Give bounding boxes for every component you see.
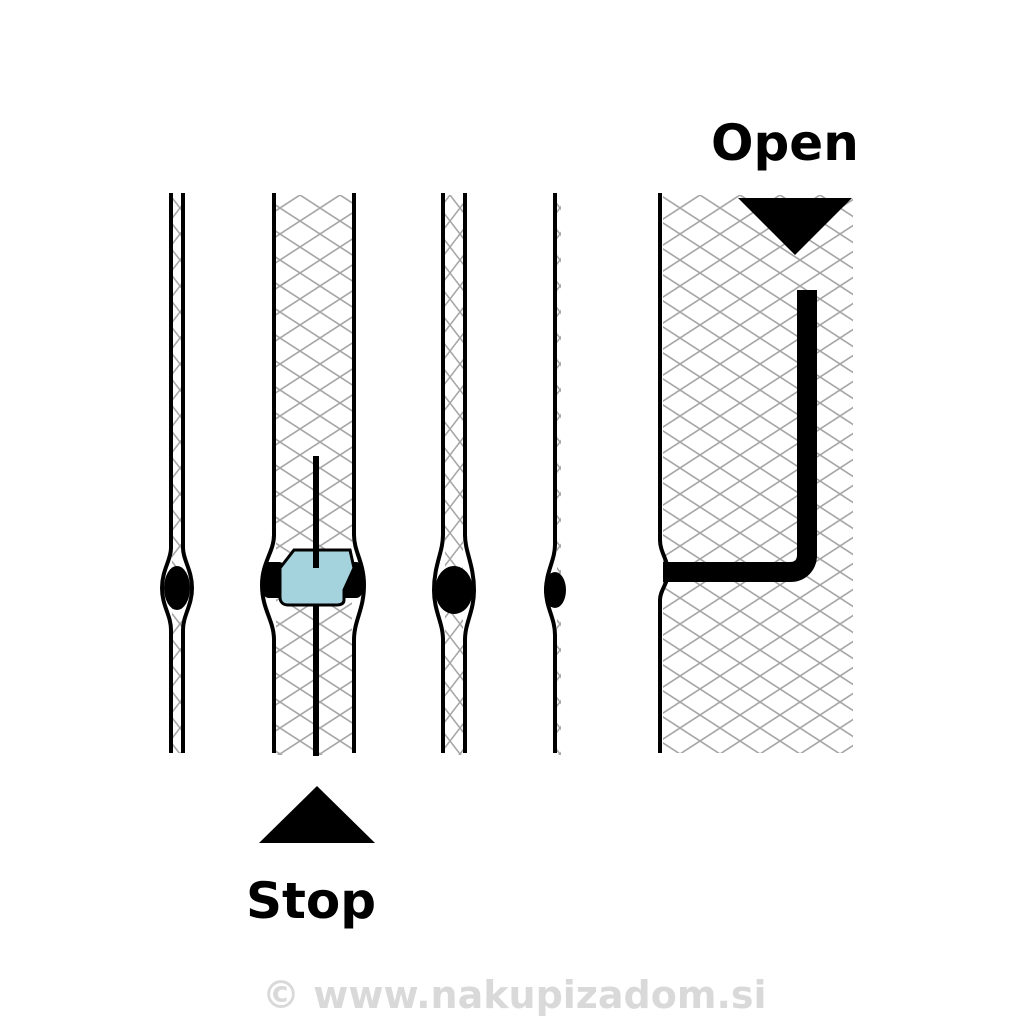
stage-4-mesh (557, 195, 561, 755)
stage-3-right-wall (463, 193, 477, 753)
stage-5-l-key (663, 290, 817, 582)
stage-3-mesh (445, 195, 463, 755)
stage-5-tube (658, 193, 853, 753)
stage-1-right-wall (181, 193, 195, 753)
stop-arrow-icon (259, 786, 375, 843)
stop-label: Stop (246, 872, 377, 930)
stage-4-wall (543, 193, 557, 753)
stage-2-tube (259, 193, 367, 756)
stage-1-left-wall (159, 193, 173, 753)
stage-2-seal (278, 548, 356, 607)
watermark-text: © www.nakupizadom.si (262, 973, 767, 1017)
stage-4-crimp (544, 572, 566, 608)
stage-1-mesh (172, 193, 182, 753)
stage-1-tube (159, 193, 195, 753)
open-arrow-icon (738, 198, 852, 255)
stage-3-left-wall (431, 193, 445, 753)
stage-2-left-wall (259, 193, 276, 753)
stage-3-crimp (435, 566, 473, 614)
open-label: Open (711, 114, 859, 172)
stage-1-crimp (164, 566, 190, 610)
stage-4-tube (543, 193, 566, 755)
stage-2-right-wall (352, 193, 367, 753)
stage-5-mesh (663, 195, 853, 753)
stage-3-tube (431, 193, 477, 755)
